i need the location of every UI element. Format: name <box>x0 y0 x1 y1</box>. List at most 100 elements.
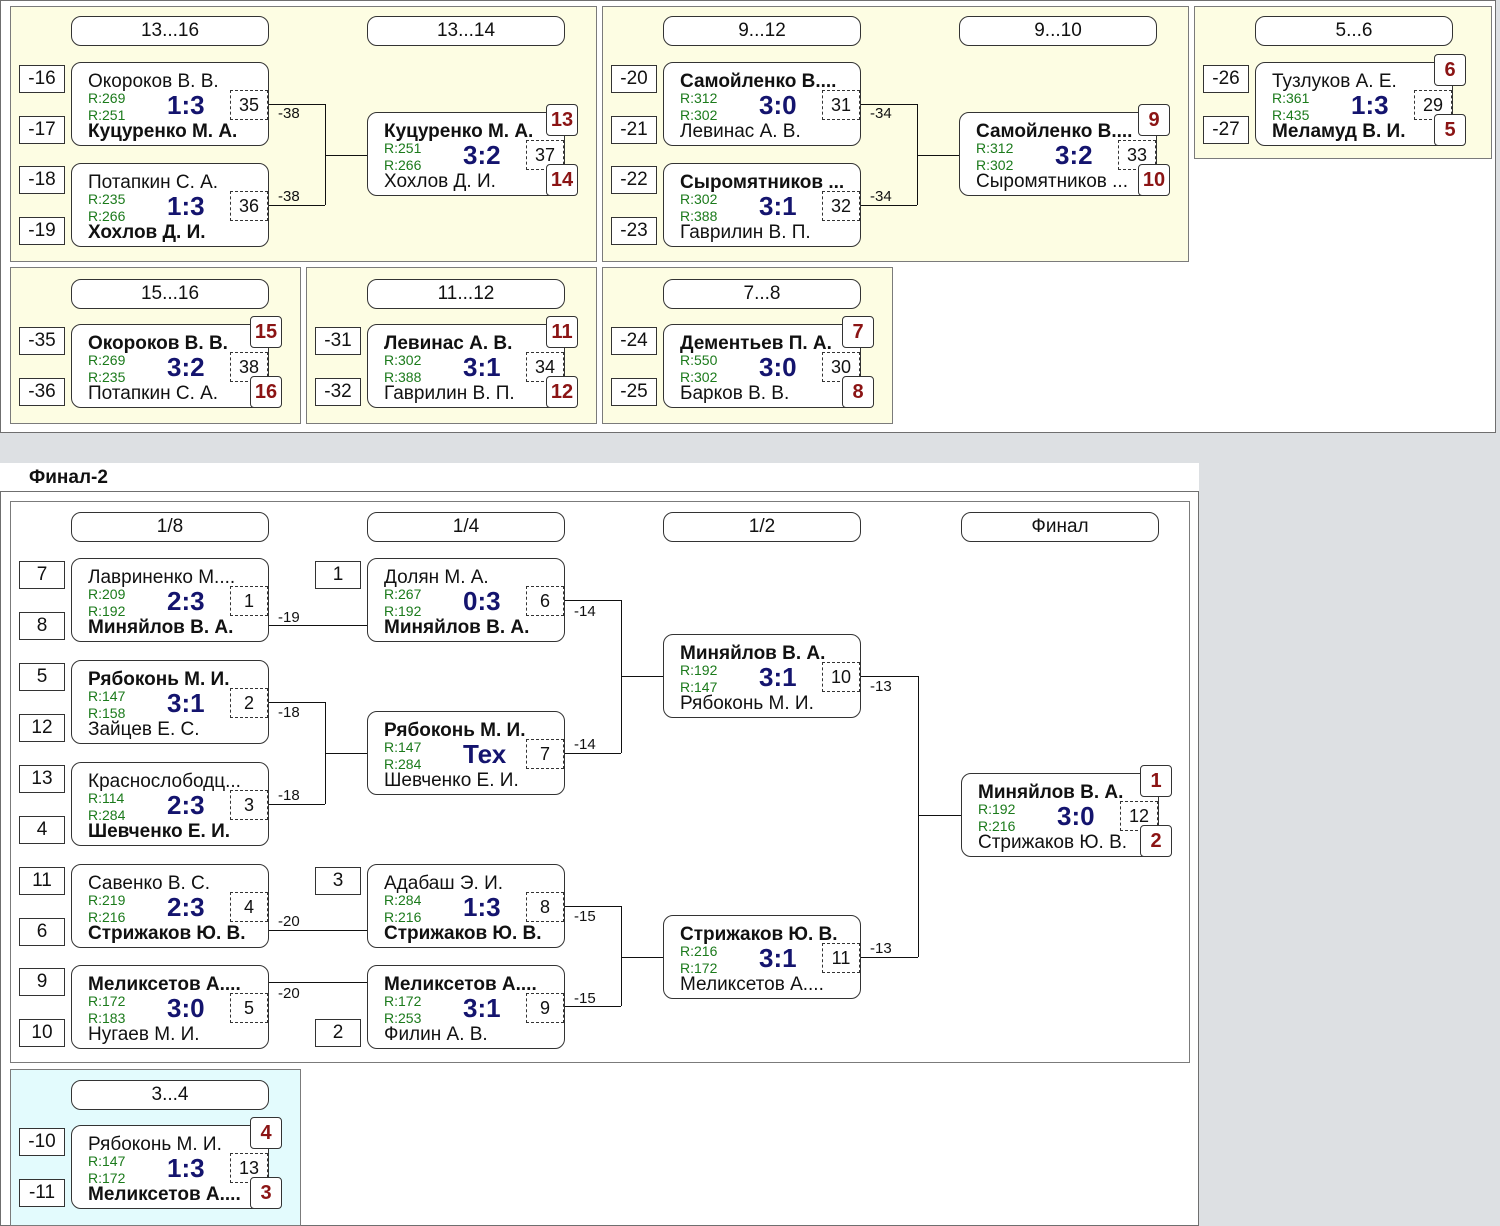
player2-rating: R:216 <box>88 909 126 925</box>
player1-name: Куцуренко М. А. <box>384 121 534 142</box>
player2-name: Левинас А. В. <box>680 121 801 142</box>
match-number[interactable]: 6 <box>526 586 564 616</box>
loser-destination: -20 <box>278 913 300 930</box>
match-number[interactable]: 2 <box>230 688 268 718</box>
match-number[interactable]: 3 <box>230 790 268 820</box>
final2-title-bar <box>0 463 1199 492</box>
loser-destination: -13 <box>870 940 892 957</box>
loser-destination: -18 <box>278 704 300 721</box>
player1-rating: R:235 <box>88 191 126 207</box>
connector-line <box>269 104 325 105</box>
player2-rating: R:435 <box>1272 107 1310 123</box>
seed-slot: 6 <box>19 918 65 946</box>
player2-name: Рябоконь М. И. <box>680 693 814 714</box>
match-score: 2:3 <box>167 892 205 922</box>
match-score: 3:2 <box>1055 140 1093 170</box>
seed-slot: 5 <box>19 663 65 691</box>
match-number[interactable]: 4 <box>230 892 268 922</box>
match-number[interactable]: 8 <box>526 892 564 922</box>
round-header: 3...4 <box>71 1080 269 1110</box>
match-number[interactable]: 5 <box>230 993 268 1023</box>
connector-line <box>269 702 325 703</box>
match-number[interactable]: 31 <box>822 90 860 120</box>
player2-rating: R:266 <box>88 208 126 224</box>
player1-name: Меликсетов А.... <box>88 974 241 995</box>
place-badge: 9 <box>1138 104 1170 136</box>
match-score: 3:1 <box>463 993 501 1023</box>
player2-name: Меликсетов А.... <box>680 974 824 995</box>
loser-destination: -14 <box>574 736 596 753</box>
player1-rating: R:147 <box>88 688 126 704</box>
place-badge: 4 <box>250 1117 282 1149</box>
match-number[interactable]: 33 <box>1118 140 1156 170</box>
round-header: 13...14 <box>367 16 565 46</box>
seed-slot: 3 <box>315 867 361 895</box>
seed-slot: -23 <box>611 217 657 245</box>
loser-destination: -14 <box>574 603 596 620</box>
player2-name: Хохлов Д. И. <box>88 222 206 243</box>
match-number[interactable]: 9 <box>526 993 564 1023</box>
player1-rating: R:114 <box>88 790 125 806</box>
round-header: 1/8 <box>71 512 269 542</box>
connector-line <box>325 104 326 205</box>
seed-slot: 8 <box>19 612 65 640</box>
player1-name: Савенко В. С. <box>88 873 211 894</box>
match-number[interactable]: 32 <box>822 191 860 221</box>
match-number[interactable]: 10 <box>822 662 860 692</box>
place-badge: 5 <box>1434 114 1466 146</box>
match-number[interactable]: 7 <box>526 739 564 769</box>
match-score: 3:1 <box>759 662 797 692</box>
player2-rating: R:216 <box>978 818 1016 834</box>
seed-slot: -17 <box>19 116 65 144</box>
connector-line <box>861 205 917 206</box>
connector-line <box>565 753 621 754</box>
loser-destination: -38 <box>278 188 300 205</box>
match-number[interactable]: 11 <box>822 943 860 973</box>
match-number[interactable]: 36 <box>230 191 268 221</box>
match-score: 3:2 <box>167 352 205 382</box>
player1-name: Тузлуков А. Е. <box>1272 71 1397 92</box>
connector-line <box>325 753 367 754</box>
match-number[interactable]: 35 <box>230 90 268 120</box>
match-score: 0:3 <box>463 586 501 616</box>
player1-name: Сыромятников ... <box>680 172 845 193</box>
player1-rating: R:216 <box>680 943 718 959</box>
match-number[interactable]: 13 <box>230 1153 268 1183</box>
match-number[interactable]: 38 <box>230 352 268 382</box>
place-badge: 3 <box>250 1177 282 1209</box>
match-number[interactable]: 1 <box>230 586 268 616</box>
player2-rating: R:388 <box>384 369 422 385</box>
place-badge: 1 <box>1140 765 1172 797</box>
match-score: 3:0 <box>759 352 797 382</box>
player1-name: Самойленко В.... <box>976 121 1133 142</box>
seed-slot: -16 <box>19 65 65 93</box>
player1-name: Дементьев П. А. <box>680 333 832 354</box>
match-score: 3:0 <box>1057 801 1095 831</box>
player1-name: Миняйлов В. А. <box>978 782 1124 803</box>
match-score: 1:3 <box>167 1153 205 1183</box>
player1-name: Рябоконь М. И. <box>88 669 230 690</box>
